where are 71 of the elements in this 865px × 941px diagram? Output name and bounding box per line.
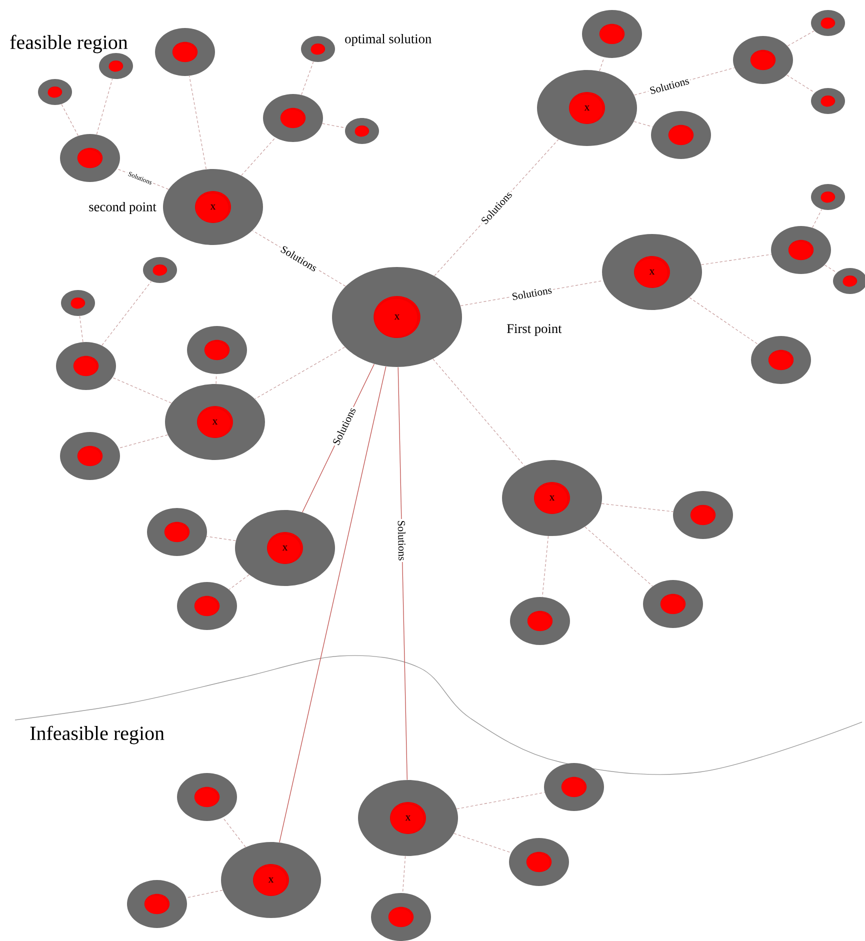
point-circle xyxy=(811,10,845,36)
point-circle xyxy=(651,111,711,159)
connector-line xyxy=(322,123,346,128)
connector-line xyxy=(228,574,250,590)
point-circle xyxy=(155,28,215,76)
point-circle xyxy=(60,432,120,480)
point-circle xyxy=(643,580,703,628)
connector-line xyxy=(61,104,78,136)
connector-line xyxy=(118,434,168,449)
connector-line xyxy=(79,316,84,342)
connector-line xyxy=(701,254,772,266)
connector-line xyxy=(689,297,758,345)
point-circle xyxy=(811,184,845,210)
connector-line xyxy=(186,890,223,898)
connector-line xyxy=(279,366,386,843)
connector-line xyxy=(102,281,152,346)
connector-line xyxy=(301,61,314,96)
point-circle xyxy=(673,491,733,539)
connector-line xyxy=(454,833,512,853)
point-circle xyxy=(733,36,793,84)
point-circle xyxy=(263,94,323,142)
point-caption: second point xyxy=(89,202,156,214)
point-circle xyxy=(510,597,570,645)
connector-line xyxy=(96,78,113,135)
connector-line xyxy=(786,74,815,93)
point-circle xyxy=(345,118,379,144)
point-circle xyxy=(771,226,831,274)
connector-line xyxy=(206,536,236,542)
point-circle xyxy=(544,763,604,811)
point-circle xyxy=(187,326,247,374)
point-circle xyxy=(99,53,133,79)
connector-line xyxy=(584,526,653,586)
point-caption: optimal solution xyxy=(345,34,432,46)
point-circle xyxy=(56,342,116,390)
point-circle xyxy=(177,773,237,821)
point-circle xyxy=(301,36,335,62)
connector-line xyxy=(216,374,217,384)
point-circle xyxy=(147,508,207,556)
point-circle xyxy=(751,336,811,384)
connector-line xyxy=(402,856,406,894)
connector-line xyxy=(787,30,814,46)
connector-line xyxy=(398,366,408,780)
point-circle xyxy=(811,88,845,114)
connector-line xyxy=(112,377,172,404)
connector-line xyxy=(456,792,545,810)
edge-label: Solutions xyxy=(398,521,406,560)
region-label: feasible region xyxy=(10,34,128,54)
region-label: Infeasible region xyxy=(30,726,164,744)
connector-line xyxy=(599,57,604,72)
point-circle xyxy=(38,79,72,105)
point-circle xyxy=(143,257,177,283)
point-circle xyxy=(60,134,120,182)
connector-line xyxy=(254,346,346,400)
connector-line xyxy=(634,121,653,128)
connector-line xyxy=(189,76,206,170)
connector-line xyxy=(824,264,838,273)
edge-label: Solutions xyxy=(650,79,690,94)
point-caption: First point xyxy=(506,324,562,336)
connector-line xyxy=(241,137,276,176)
point-circle xyxy=(127,880,187,928)
point-circle xyxy=(177,582,237,630)
connector-line xyxy=(222,817,246,848)
connector-line xyxy=(812,209,822,228)
point-circle xyxy=(61,290,95,316)
point-circle xyxy=(582,10,642,58)
point-circle xyxy=(509,838,569,886)
point-circle xyxy=(371,893,431,941)
connector-line xyxy=(432,358,525,466)
connector-line xyxy=(542,536,549,598)
edge-label: Solutions xyxy=(512,288,552,300)
connector-line xyxy=(601,503,674,512)
